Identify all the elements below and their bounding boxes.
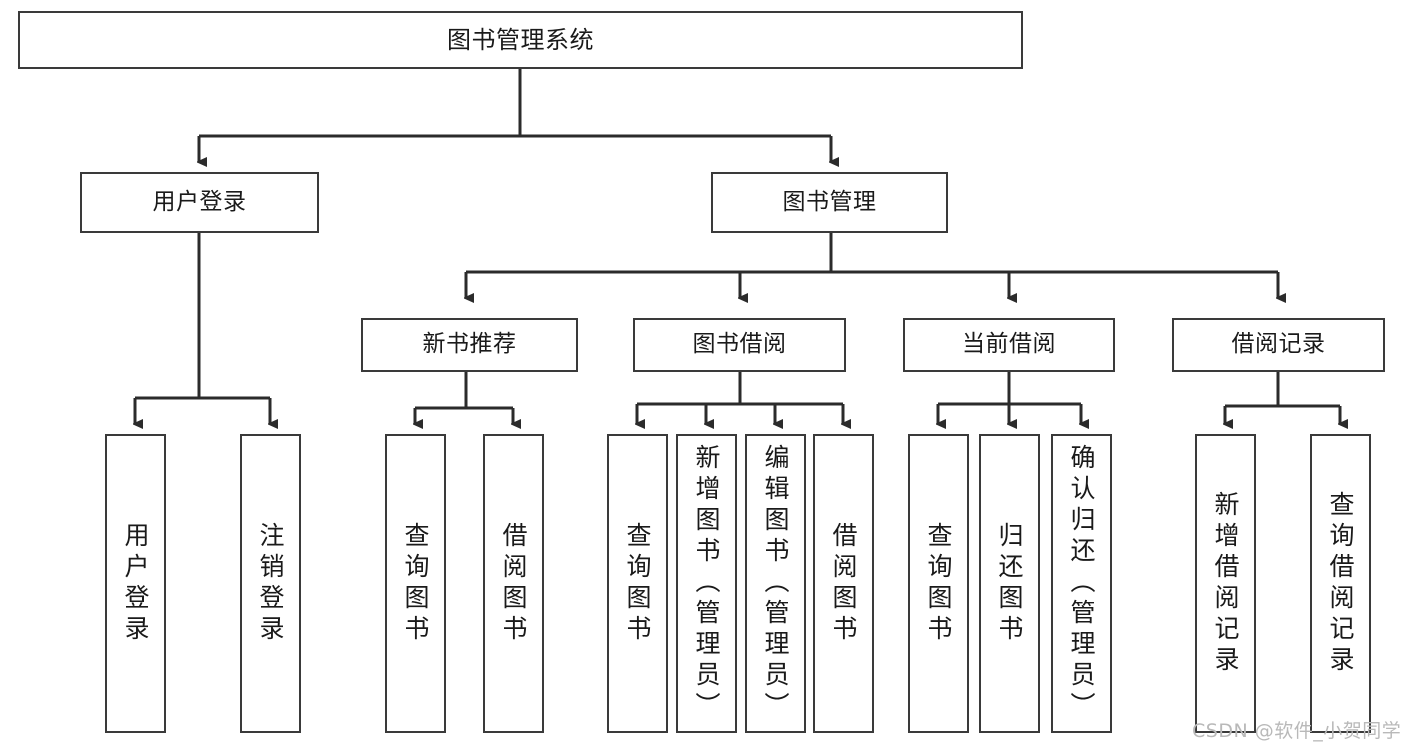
watermark-text: CSDN @软件_小贺同学	[1192, 720, 1402, 742]
node-label: 查询图书	[401, 521, 430, 646]
node-label: 查询图书	[924, 521, 953, 646]
leaf-borrow-query-book[interactable]: 查询图书	[607, 434, 668, 733]
node-label: 图书管理系统	[447, 25, 594, 54]
node-user-login[interactable]: 用户登录	[80, 172, 319, 233]
leaf-borrow-add-book-admin[interactable]: 新增图书（管理员）	[676, 434, 737, 733]
node-label: 注销登录	[256, 521, 285, 646]
node-label: 新书推荐	[422, 331, 517, 358]
node-label: 新增图书（管理员）	[692, 444, 721, 723]
leaf-current-return-book[interactable]: 归还图书	[979, 434, 1040, 733]
node-label: 用户登录	[152, 188, 247, 215]
node-label: 查询借阅记录	[1326, 490, 1355, 677]
leaf-records-add-record[interactable]: 新增借阅记录	[1195, 434, 1256, 733]
node-label: 新增借阅记录	[1211, 490, 1240, 677]
node-label: 编辑图书（管理员）	[761, 444, 790, 723]
leaf-new-book-query[interactable]: 查询图书	[385, 434, 446, 733]
node-root-system[interactable]: 图书管理系统	[18, 11, 1023, 69]
node-book-management[interactable]: 图书管理	[711, 172, 948, 233]
leaf-borrow-edit-book-admin[interactable]: 编辑图书（管理员）	[745, 434, 806, 733]
node-label: 用户登录	[121, 521, 150, 646]
node-label: 借阅图书	[499, 521, 528, 646]
node-label: 图书借阅	[692, 331, 787, 358]
node-current-borrow[interactable]: 当前借阅	[903, 318, 1115, 372]
node-borrow-records[interactable]: 借阅记录	[1172, 318, 1385, 372]
node-label: 当前借阅	[962, 331, 1056, 358]
leaf-current-confirm-return-admin[interactable]: 确认归还（管理员）	[1051, 434, 1112, 733]
leaf-user-login-login[interactable]: 用户登录	[105, 434, 166, 733]
node-book-borrow[interactable]: 图书借阅	[633, 318, 846, 372]
leaf-new-book-borrow[interactable]: 借阅图书	[483, 434, 544, 733]
node-label: 确认归还（管理员）	[1067, 444, 1096, 723]
node-label: 借阅图书	[829, 521, 858, 646]
leaf-user-login-logout[interactable]: 注销登录	[240, 434, 301, 733]
node-label: 归还图书	[995, 521, 1024, 646]
node-label: 查询图书	[623, 521, 652, 646]
leaf-current-query-book[interactable]: 查询图书	[908, 434, 969, 733]
leaf-borrow-borrow-book[interactable]: 借阅图书	[813, 434, 874, 733]
node-new-book-recommend[interactable]: 新书推荐	[361, 318, 578, 372]
node-label: 借阅记录	[1231, 331, 1326, 358]
node-label: 图书管理	[782, 188, 877, 215]
leaf-records-query-record[interactable]: 查询借阅记录	[1310, 434, 1371, 733]
